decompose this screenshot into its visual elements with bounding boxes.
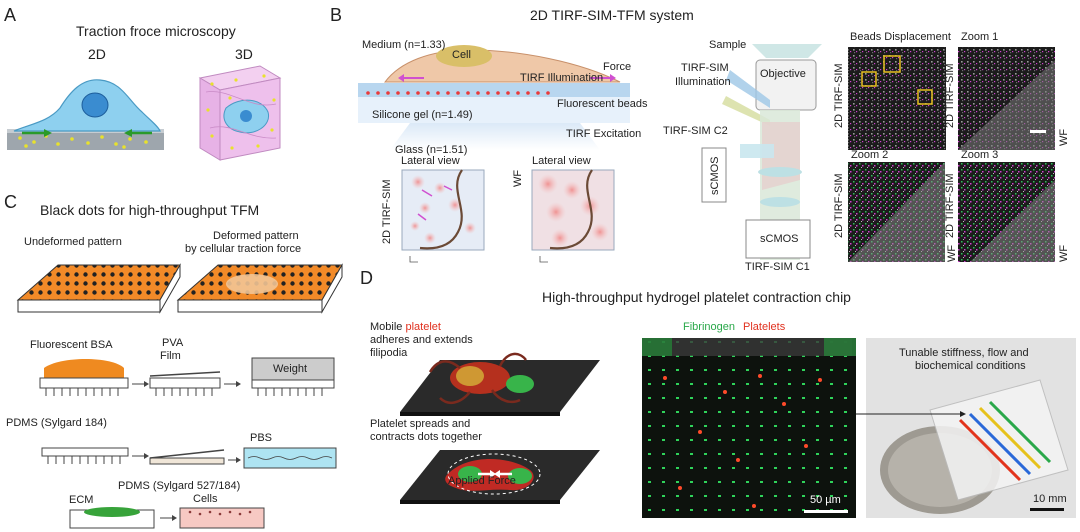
adheres-label-1: adheres and extends — [370, 334, 473, 346]
pbs-label: PBS — [250, 432, 273, 444]
objective-label: Objective — [760, 68, 806, 80]
zoom2-label: Zoom 2 — [851, 149, 889, 161]
panel-c-protocol — [39, 357, 337, 529]
label-3d: 3D — [235, 46, 253, 62]
panel-d-chip-photo — [856, 338, 1076, 518]
panel-b-title: 2D TIRF-SIM-TFM system — [530, 7, 694, 23]
scmos-camera-bottom — [745, 219, 811, 259]
tirf-excitation-beam — [390, 123, 600, 150]
spreads-label-1: Platelet spreads and — [370, 418, 471, 430]
zoom3-side-label: 2D TIRF-SIM — [944, 173, 956, 238]
zoom2-side-label: 2D TIRF-SIM — [833, 173, 845, 238]
fluorescent-beads-label: Fluorescent beads — [557, 98, 648, 110]
zoom1-side-label: 2D TIRF-SIM — [944, 63, 956, 128]
zoom2-wf-label: WF — [946, 244, 958, 262]
scmos-left-label: sCMOS — [709, 156, 721, 196]
tirf-sim-c2-label: TIRF-SIM C2 — [663, 125, 728, 137]
sample-label: Sample — [709, 39, 747, 51]
cells-label: Cells — [193, 493, 218, 505]
zoom1-label: Zoom 1 — [961, 31, 999, 43]
scmos-camera-left — [701, 147, 727, 203]
scale-10mm-label: 10 mm — [1033, 493, 1067, 505]
glass-label: Glass (n=1.51) — [395, 144, 468, 156]
bsa-dome — [44, 359, 124, 378]
silicone-gel-label: Silicone gel (n=1.49) — [372, 109, 473, 121]
cell-label: Cell — [452, 49, 471, 61]
tunable-label-1: Tunable stiffness, flow and — [899, 347, 1029, 359]
panel-c-patterns — [16, 263, 343, 314]
medium-label: Medium (n=1.33) — [362, 39, 446, 51]
panel-a-title: Traction froce microscopy — [76, 23, 236, 39]
tirf-excitation-label: TIRF Excitation — [566, 128, 642, 140]
panel-a-letter: A — [4, 5, 17, 25]
deformed-cell — [226, 274, 278, 294]
zoom1-wf-label: WF — [1058, 128, 1070, 146]
deformed-label-1: Deformed pattern — [213, 230, 299, 242]
zoom3-label: Zoom 3 — [961, 149, 999, 161]
panel-d-fluorescence-grid — [642, 338, 856, 518]
nucleus-2d — [81, 92, 109, 118]
tunable-label-2: biochemical conditions — [915, 360, 1026, 372]
tirf-sim-illumination-label-1: TIRF-SIM — [681, 62, 729, 74]
tirf-layer — [358, 83, 630, 97]
panel-c-title: Black dots for high-throughput TFM — [40, 202, 260, 218]
hydrogel-chip — [929, 379, 1069, 501]
platelets-label: Platelets — [743, 321, 786, 333]
tirf-sim-illumination-label-2: Illumination — [675, 76, 731, 88]
scmos-bottom-label: sCMOS — [760, 233, 799, 245]
beads-displacement-label: Beads Displacement — [850, 31, 951, 43]
ecm-label: ECM — [69, 494, 94, 506]
fibrinogen-label: Fibrinogen — [683, 321, 735, 333]
panel-a-3d-cell-illustration — [198, 65, 282, 161]
pbs-bath — [243, 447, 337, 469]
panel-b-letter: B — [330, 5, 343, 25]
panel-d-platelet-illustration — [400, 352, 600, 504]
pdms-527-label: PDMS (Sylgard 527/184) — [118, 480, 241, 492]
panel-b-tirf-diagram — [358, 44, 1055, 263]
mobile-platelet-label: Mobile platelet — [370, 321, 441, 333]
cells-dish — [179, 507, 265, 529]
pva-label-2: Film — [160, 350, 181, 362]
panel-d-title: High-throughput hydrogel platelet contra… — [542, 289, 851, 305]
beads-displacement-image — [848, 47, 946, 150]
sample-stage — [752, 44, 822, 58]
fluorescent-bsa-label: Fluorescent BSA — [30, 339, 113, 351]
weight-label: Weight — [273, 363, 308, 375]
fibrinogen-dot-1 — [506, 375, 534, 393]
label-2d: 2D — [88, 46, 106, 62]
pva-label-1: PVA — [162, 337, 184, 349]
ecm-layer — [84, 507, 140, 517]
cell-b-nucleus — [436, 45, 492, 67]
panel-a-2d-cell-illustration — [7, 79, 164, 150]
silicone-gel-layer — [358, 97, 630, 123]
tirf-illumination-label: TIRF Illumination — [520, 72, 604, 84]
tirf-sim-c1-label: TIRF-SIM C1 — [745, 261, 810, 273]
beads-side-label: 2D TIRF-SIM — [833, 63, 845, 128]
lateral-view-label-1: Lateral view — [401, 155, 460, 167]
panel-c-letter: C — [4, 192, 17, 212]
undeformed-label: Undeformed pattern — [24, 236, 122, 248]
applied-force-label: Applied Force — [448, 475, 516, 487]
lateral-side-tirf-sim: 2D TIRF-SIM — [381, 179, 393, 244]
scale-50um-label: 50 µm — [810, 494, 841, 506]
undeformed-pattern — [16, 264, 181, 301]
lateral-side-wf: WF — [512, 169, 524, 187]
panel-d-letter: D — [360, 268, 373, 288]
pdms-184-label: PDMS (Sylgard 184) — [6, 417, 107, 429]
adheres-label-2: filipodia — [370, 347, 408, 359]
spreads-label-2: contracts dots together — [370, 431, 482, 443]
zoom3-wf-label: WF — [1058, 244, 1070, 262]
fibrinogen-platelets-image — [642, 338, 856, 518]
force-label: Force — [603, 61, 632, 73]
lateral-view-label-2: Lateral view — [532, 155, 591, 167]
deformed-label-2: by cellular traction force — [185, 243, 302, 255]
